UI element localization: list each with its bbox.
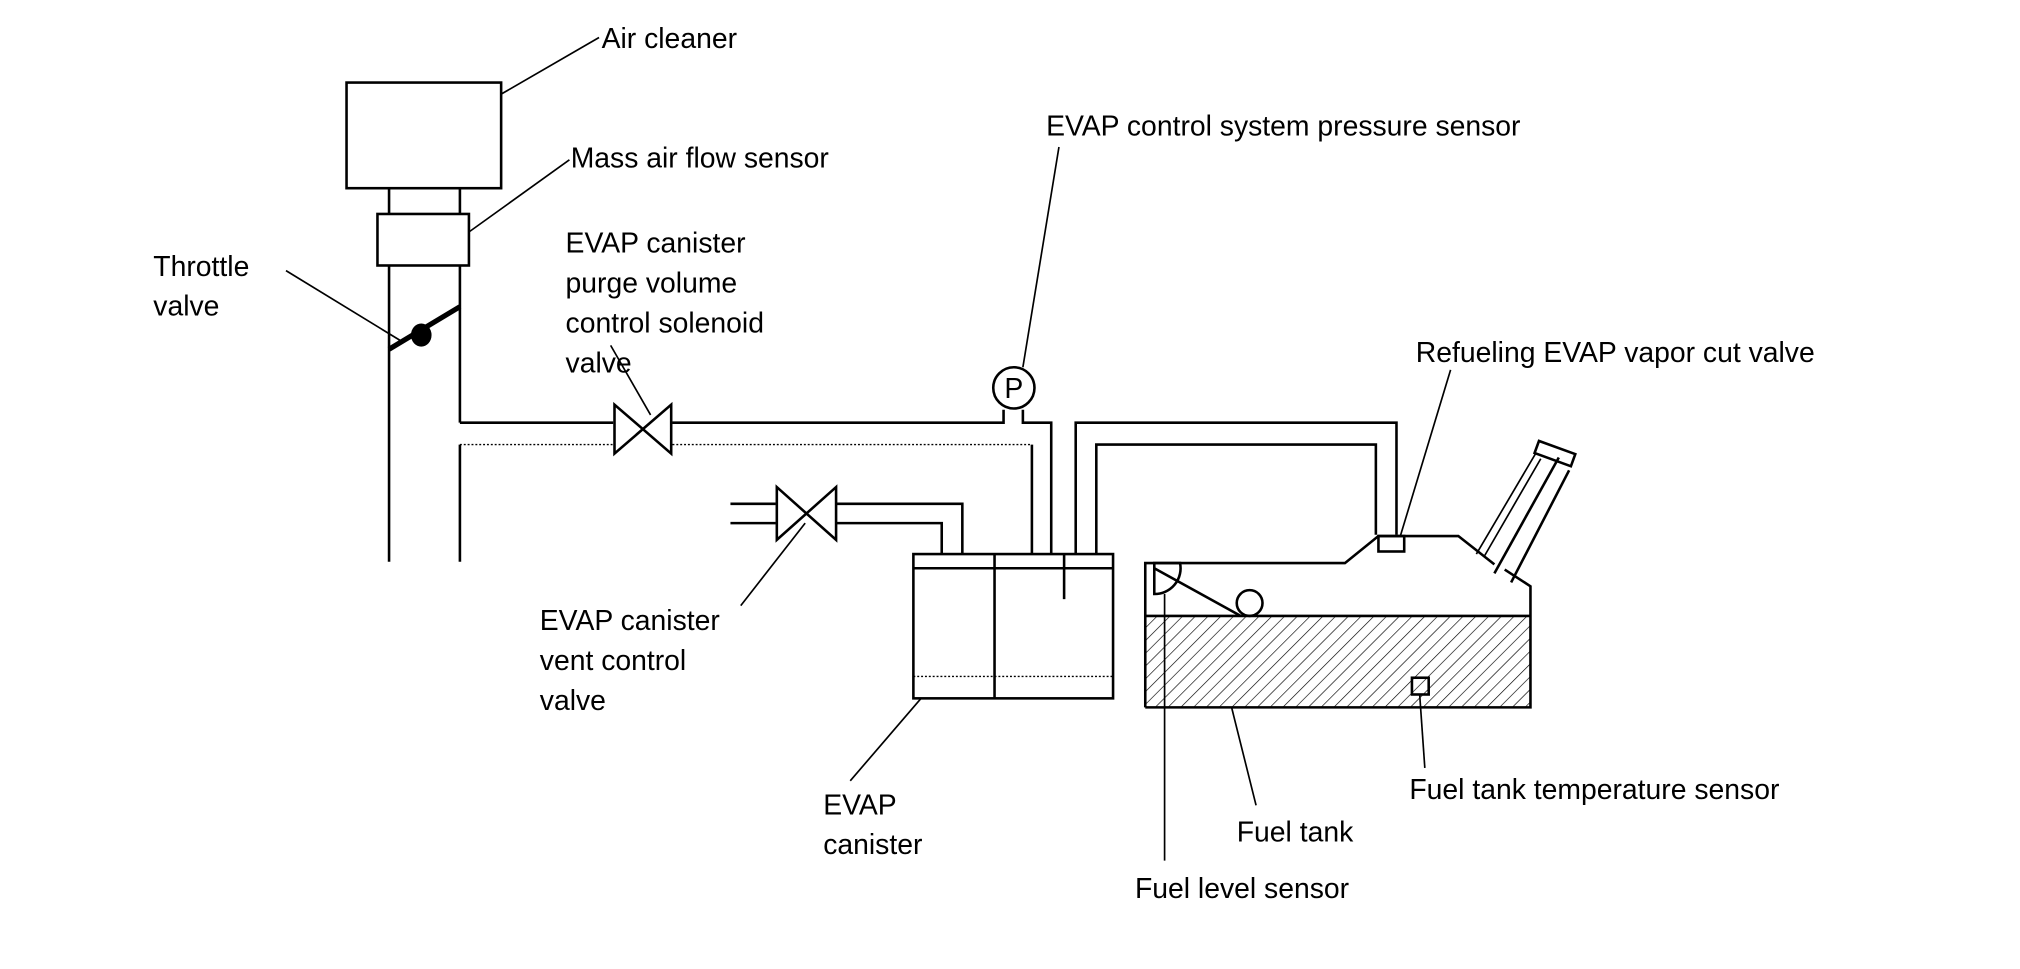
purge-line <box>459 409 1053 555</box>
label-purge-valve-4: valve <box>566 347 632 379</box>
label-canister-2: canister <box>823 829 922 861</box>
label-fuel-level-sensor: Fuel level sensor <box>1135 873 1349 905</box>
evap-canister <box>912 552 1115 700</box>
purge-volume-control-solenoid-valve <box>613 401 673 457</box>
label-throttle-valve-2: valve <box>153 291 219 323</box>
label-purge-valve-3: control solenoid <box>566 307 764 339</box>
label-air-cleaner: Air cleaner <box>602 23 737 55</box>
pressure-sensor: P <box>991 365 1036 410</box>
label-fuel-tank-temp-sensor: Fuel tank temperature sensor <box>1409 774 1779 806</box>
label-fuel-tank: Fuel tank <box>1237 816 1354 848</box>
intake-duct <box>376 188 471 562</box>
label-pressure-sensor: EVAP control system pressure sensor <box>1046 110 1520 142</box>
labels: Air cleaner Mass air flow sensor Throttl… <box>153 23 1814 905</box>
leader-lines <box>285 36 1452 861</box>
label-vent-valve-3: valve <box>540 685 606 717</box>
label-mass-air-flow-sensor: Mass air flow sensor <box>571 143 829 175</box>
label-vent-valve-2: vent control <box>540 645 686 677</box>
label-throttle-valve-1: Throttle <box>153 251 249 283</box>
fuel-tank <box>1143 439 1577 709</box>
label-vent-valve-1: EVAP canister <box>540 605 720 637</box>
label-purge-valve-2: purge volume <box>566 268 738 300</box>
label-purge-valve-1: EVAP canister <box>566 228 746 260</box>
label-refueling-cut-valve: Refueling EVAP vapor cut valve <box>1416 337 1815 369</box>
vent-line <box>730 484 964 555</box>
refueling-cut-valve-body <box>1377 534 1406 553</box>
mass-air-flow-sensor-body <box>376 212 471 267</box>
pressure-sensor-symbol: P <box>1004 373 1023 405</box>
throttle-valve <box>387 304 462 352</box>
tank-vapor-line <box>1074 421 1398 555</box>
label-canister-1: EVAP <box>823 789 896 821</box>
air-cleaner <box>345 81 503 190</box>
